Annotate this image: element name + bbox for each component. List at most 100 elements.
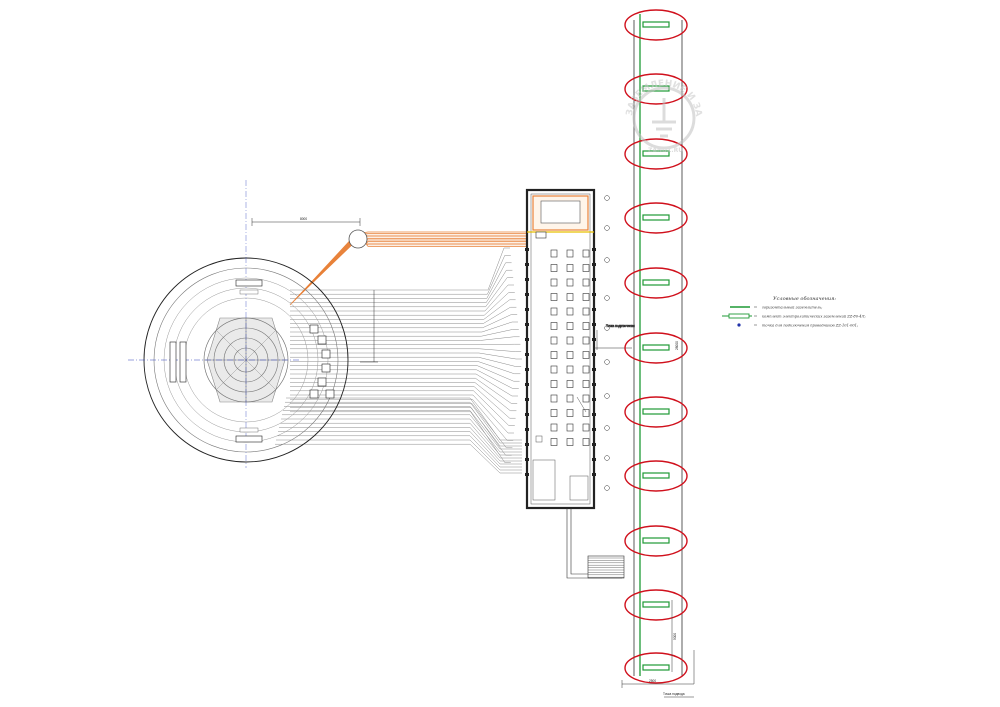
axis-markers (604, 195, 610, 491)
wall-column (525, 248, 529, 251)
table (550, 351, 558, 359)
cable-line (290, 336, 520, 341)
wall-column (592, 473, 596, 476)
vertical-electrode (642, 664, 670, 671)
axis-marker (604, 225, 610, 231)
wall-column (525, 293, 529, 296)
table (550, 365, 558, 374)
watermark-bottom-text: ZANDZ.RU (648, 147, 683, 154)
cable-line (280, 422, 522, 459)
wall-column (592, 308, 596, 311)
dimension-lower-text: 5000 (673, 633, 677, 640)
axis-marker (604, 455, 610, 461)
wall-column (592, 353, 596, 356)
cable-line (290, 247, 510, 291)
cable-line (290, 390, 515, 426)
electrode-marker (624, 267, 688, 299)
table (582, 365, 590, 374)
cable-line (278, 431, 522, 465)
table (582, 423, 590, 432)
wall-column (592, 263, 596, 266)
highlight-ellipse (624, 589, 688, 621)
electrode-marker (624, 202, 688, 234)
electrode-marker (624, 138, 688, 170)
dimension-top-text: 8000 (300, 217, 307, 221)
cable-line (283, 410, 522, 450)
table (550, 336, 558, 345)
table (582, 293, 590, 301)
table (582, 438, 590, 446)
table (566, 307, 574, 316)
electrode-marker (624, 652, 688, 684)
vertical-electrode (642, 408, 670, 415)
cable-line (286, 397, 522, 441)
table (535, 231, 547, 239)
wall-column (525, 368, 529, 371)
legend-item-2: комплект электролитических заземлений ZZ… (762, 315, 866, 319)
cable-bundle (275, 247, 522, 474)
wall-column (592, 248, 596, 251)
cable-line (290, 377, 518, 404)
table (550, 423, 558, 432)
table (550, 322, 558, 330)
cable-line (290, 369, 519, 389)
watermark-top-text: ЗАЗЕМЛЕНИЕ И ЗАЩИТА (0, 0, 703, 117)
table (582, 278, 590, 287)
cable-line (275, 443, 522, 474)
wall-column (525, 278, 529, 281)
cable-line (277, 435, 522, 468)
wall-column (525, 323, 529, 326)
wall-column (592, 368, 596, 371)
table (566, 409, 574, 417)
highlight-ellipse (624, 525, 688, 557)
legend: Условные обозначения: горизонтальный заз… (722, 295, 866, 328)
connection-line: Точка подключения (594, 324, 635, 350)
table (566, 322, 574, 330)
table (582, 409, 590, 417)
legend-item-3: точка для подключения проводников ZZ-101… (762, 324, 859, 328)
legend-item-1: горизонтальный заземлитель; (762, 306, 823, 310)
axis-marker (604, 393, 610, 399)
cable-line (290, 262, 512, 299)
cable-line (290, 321, 518, 333)
cable-line (290, 356, 522, 367)
wall-column (525, 263, 529, 266)
wall-column (525, 443, 529, 446)
cable-line (290, 411, 511, 463)
cable-line (282, 414, 522, 453)
wall-column (525, 428, 529, 431)
cable-line (290, 299, 516, 320)
wall-column (525, 398, 529, 401)
cable-line (290, 365, 520, 382)
cable-line (290, 373, 518, 397)
cable-line (281, 418, 522, 456)
cable-line (290, 352, 522, 360)
table (566, 278, 574, 287)
wall-column (592, 428, 596, 431)
cable-line (290, 284, 514, 312)
dimension-top: 8000 (251, 217, 361, 226)
cable-line (290, 269, 513, 303)
cable-line (290, 361, 521, 375)
dimension-right (621, 600, 695, 688)
axis-marker (604, 485, 610, 491)
wall-column (525, 413, 529, 416)
highlight-ellipse (624, 332, 688, 364)
wall-column (525, 383, 529, 386)
table (582, 394, 590, 403)
highlight-ellipse (624, 9, 688, 41)
electrode-marker (624, 396, 688, 428)
table (566, 351, 574, 359)
rotunda-structure (128, 180, 349, 468)
cable-line (285, 401, 522, 444)
vertical-electrode (642, 214, 670, 221)
axis-marker (604, 295, 610, 301)
vertical-electrode (642, 472, 670, 479)
dimension-vertical-text: 28000 (675, 341, 679, 350)
table (566, 380, 574, 388)
highlight-ellipse (624, 138, 688, 170)
vertical-electrode (642, 344, 670, 351)
cable-line (290, 314, 518, 329)
table (566, 264, 574, 272)
